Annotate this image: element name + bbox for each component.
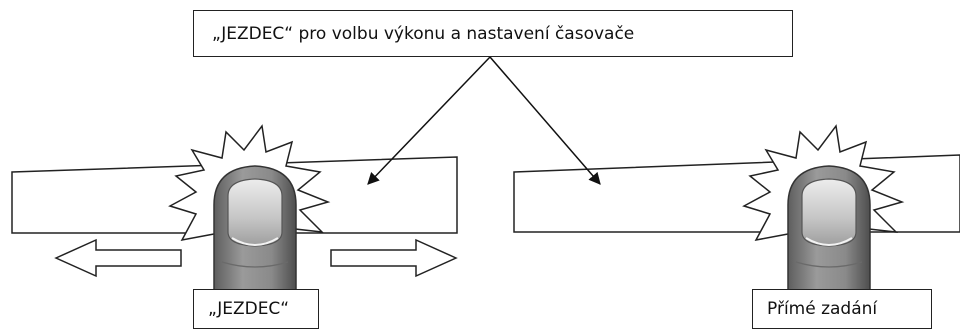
pointer-line-right	[489, 56, 601, 185]
finger-icon	[213, 165, 297, 329]
finger-icon	[787, 165, 871, 329]
direct-input-text: Přímé zadání	[767, 299, 878, 319]
arrow-right-icon	[330, 238, 458, 278]
pointer-line-left	[367, 56, 491, 185]
arrow-left-icon	[54, 238, 182, 278]
slider-mode-label: „JEZDEC“	[193, 289, 319, 329]
direct-input-label: Přímé zadání	[752, 289, 932, 329]
top-callout-label: „JEZDEC“ pro volbu výkonu a nastavení ča…	[193, 10, 793, 57]
slider-mode-text: „JEZDEC“	[208, 299, 290, 319]
top-callout-text: „JEZDEC“ pro volbu výkonu a nastavení ča…	[212, 23, 635, 44]
right-slider-panel	[513, 154, 960, 233]
